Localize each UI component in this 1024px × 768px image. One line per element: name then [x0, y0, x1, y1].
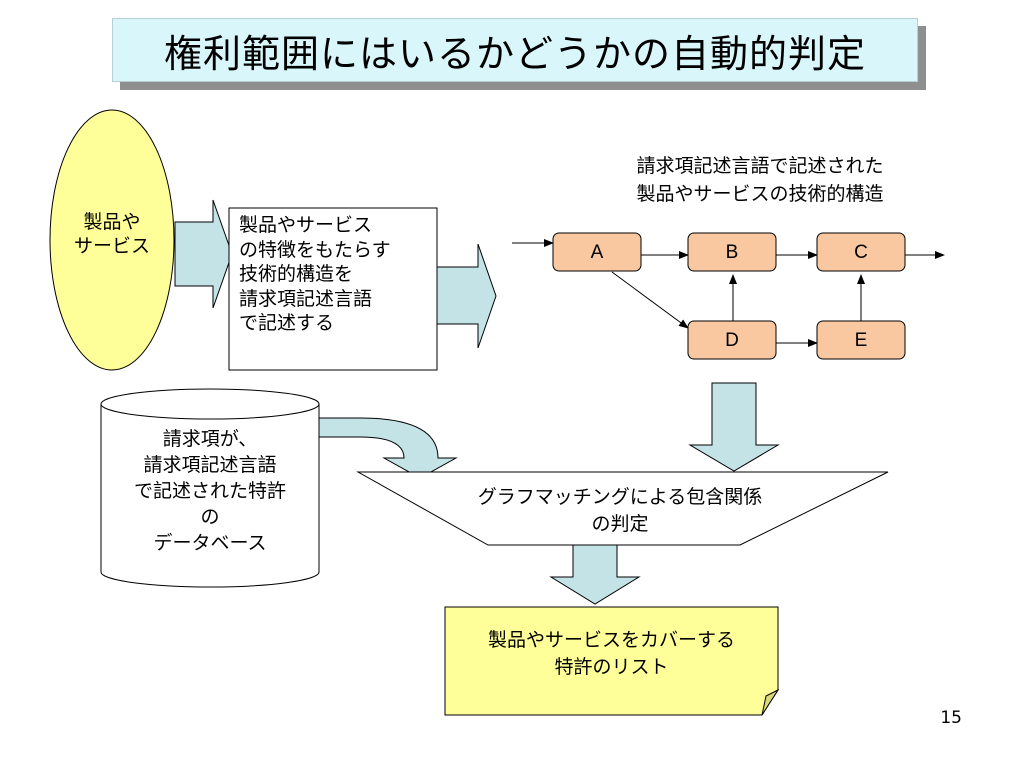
curved-arrow-database [318, 417, 458, 479]
block-arrow-down-graph [688, 382, 780, 472]
node-d-label: D [725, 330, 739, 351]
result-note-text: 製品やサービスをカバーする 特許のリスト [487, 629, 735, 678]
claim-box-text: 製品やサービス の特徴をもたらす 技術的構造を 請求項記述言語 で記述する [239, 214, 391, 334]
matching-trapezoid [356, 471, 889, 546]
node-e-label: E [854, 330, 868, 351]
database-cylinder [100, 403, 320, 588]
product-ellipse-label: 製品や サービス [73, 211, 150, 257]
node-c-label: C [854, 242, 868, 263]
claim-description-box [228, 207, 438, 371]
node-b-label: B [725, 242, 739, 263]
node-a-label: A [590, 242, 604, 263]
node-d [687, 320, 777, 360]
database-top [100, 388, 320, 420]
node-b [687, 232, 777, 272]
edge-a-d [611, 271, 689, 329]
block-arrow-down-result [549, 544, 641, 605]
node-e [816, 320, 906, 360]
note-fold [761, 688, 780, 716]
page-number: 15 [940, 708, 962, 728]
node-a [552, 232, 642, 272]
database-text: 請求項が、 請求項記述言語 で記述された特許 の データベース [133, 428, 286, 554]
node-c [816, 232, 906, 272]
block-arrow-2 [436, 243, 497, 349]
matching-text: グラフマッチングによる包含関係 の判定 [477, 486, 763, 535]
product-ellipse [49, 109, 175, 371]
block-arrow-1 [174, 199, 233, 309]
slide-title: 権利範囲にはいるかどうかの自動的判定 [112, 18, 918, 82]
structure-caption: 請求項記述言語で記述された 製品やサービスの技術的構造 [636, 155, 884, 205]
